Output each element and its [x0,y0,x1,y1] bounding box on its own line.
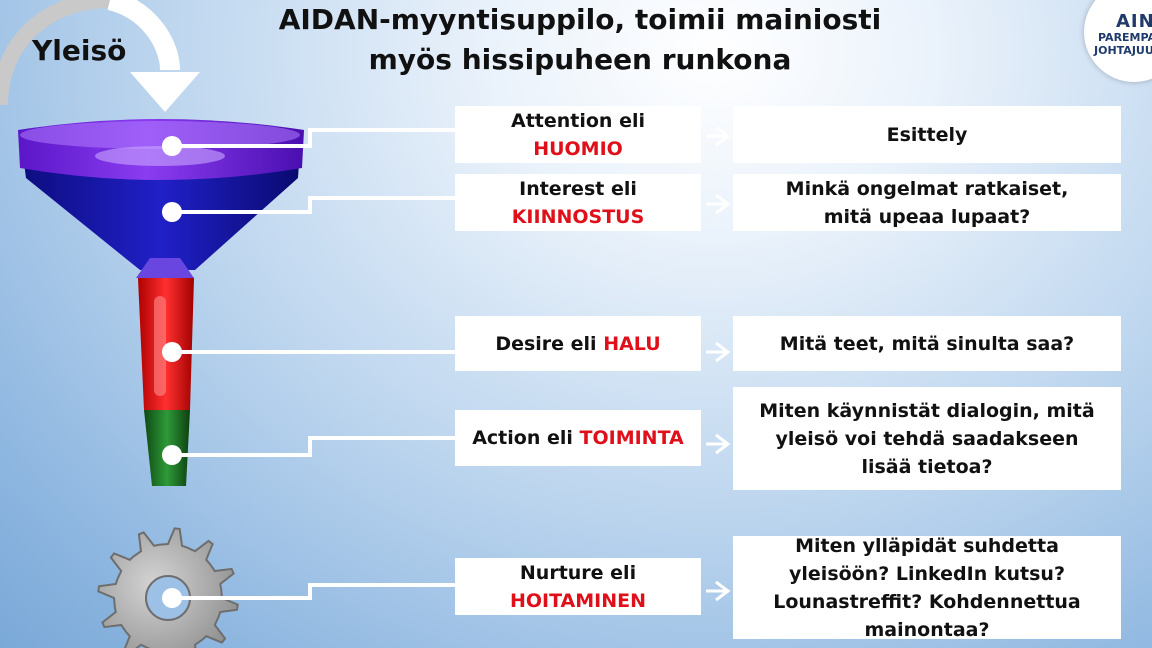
logo-line-1: AINA [1116,11,1152,32]
funnel-icon [18,119,304,486]
connector-dot [162,445,182,465]
stage-box-attention: Attention eli HUOMIO [455,106,701,163]
stage-box-interest: Interest eli KIINNOSTUS [455,174,701,231]
question-box-nurture: Miten ylläpidät suhdetta yleisöön? Linke… [733,535,1121,641]
connector-line [172,436,455,457]
title-line-1: AIDAN-myyntisuppilo, toimii mainiosti [278,3,882,36]
arrow-right-icon [706,580,731,602]
question-text: Mitä teet, mitä sinulta saa? [779,332,1075,355]
title-line-2: myös hissipuheen runkona [368,43,792,76]
question-text: Minkä ongelmat ratkaiset, mitä upeaa lup… [785,177,1069,228]
stage-prefix: Interest eli [519,177,637,200]
gear-icon [97,527,239,648]
stage-prefix: Attention eli [511,109,645,132]
connectors [162,125,731,608]
logo-line-3: JOHTAJUUTTA [1094,44,1152,57]
logo-line-2: PAREMPAA [1098,31,1152,44]
stage-keyword: KIINNOSTUS [511,205,645,228]
stage-keyword: HUOMIO [533,137,623,160]
question-box-desire: Mitä teet, mitä sinulta saa? [733,316,1121,371]
stage-prefix: Nurture eli [519,561,637,584]
connector-line [172,196,455,214]
connector-dot [162,202,182,222]
connector-line [172,583,455,600]
stage-prefix: Action eli [472,427,573,449]
stage-box-nurture: Nurture eli HOITAMINEN [455,558,701,615]
arrow-right-icon [706,125,731,147]
stage-prefix: Desire eli [495,332,597,355]
connector-dot [162,342,182,362]
page-title: AIDAN-myyntisuppilo, toimii mainiosti my… [230,0,930,80]
question-box-attention: Esittely [733,106,1121,163]
question-text: Miten käynnistät dialogin, mitä yleisö v… [759,399,1095,478]
question-box-action: Miten käynnistät dialogin, mitä yleisö v… [733,387,1121,490]
stage-keyword: TOIMINTA [579,427,684,449]
stage-keyword: HALU [603,332,661,355]
connector-dot [162,136,182,156]
arrow-right-icon [706,341,731,363]
connector-line [172,128,455,148]
question-text: Esittely [886,123,968,146]
stage-box-desire: Desire eli HALU [455,316,701,371]
question-text: Miten ylläpidät suhdetta yleisöön? Linke… [773,534,1081,641]
curved-arrow-icon [0,0,200,112]
connector-dot [162,588,182,608]
stage-box-action: Action eli TOIMINTA [455,410,701,466]
audience-label: Yleisö [32,34,127,67]
arrow-right-icon [706,433,731,455]
stage-keyword: HOITAMINEN [509,589,647,612]
question-box-interest: Minkä ongelmat ratkaiset, mitä upeaa lup… [733,174,1121,231]
arrow-right-icon [706,193,731,215]
